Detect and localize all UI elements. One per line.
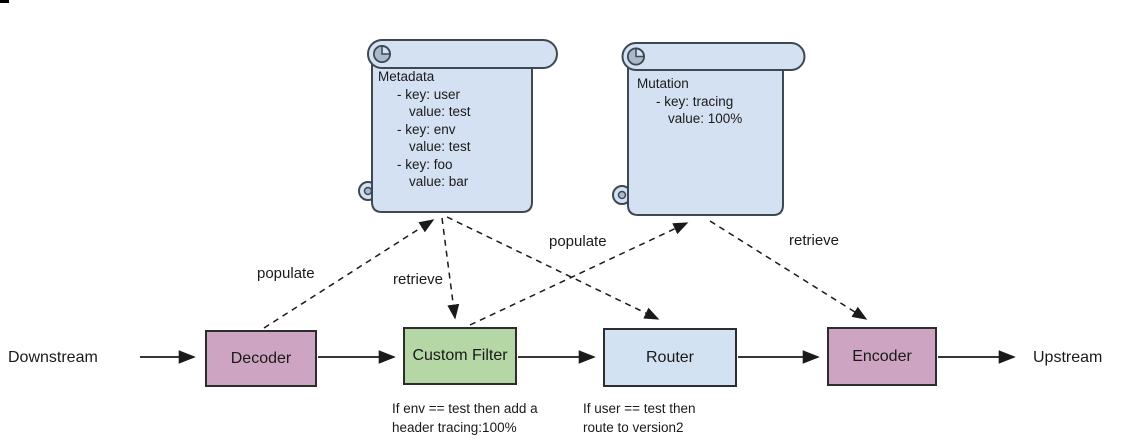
edge-decoder-populate-metadata xyxy=(263,219,435,329)
scroll-body xyxy=(627,56,784,216)
metadata-scroll-content: Metadata - key: user value: test - key: … xyxy=(378,68,471,191)
upstream-label: Upstream xyxy=(1033,349,1103,366)
node-label: Router xyxy=(645,348,695,366)
scroll-entry-key: - key: user xyxy=(397,86,461,102)
node-custom-filter: Custom Filter xyxy=(403,327,517,385)
node-label: Custom Filter xyxy=(412,347,508,365)
note-line: If user == test then xyxy=(583,401,696,416)
scroll-body xyxy=(371,53,533,213)
scroll-top-roll xyxy=(621,42,806,71)
edge-label-retrieve-custom-filter: retrieve xyxy=(393,271,444,288)
scroll-top-curl-shade xyxy=(373,45,391,63)
node-encoder: Encoder xyxy=(827,327,937,386)
scroll-entry-value: value: test xyxy=(409,104,471,119)
node-label: Encoder xyxy=(852,347,912,365)
note-line: route to version2 xyxy=(583,420,684,435)
router-note: If user == test then route to version2 xyxy=(583,399,748,437)
scroll-shape xyxy=(358,39,558,213)
scroll-entry-key: - key: tracing xyxy=(656,93,734,109)
downstream-label: Downstream xyxy=(8,349,98,366)
scroll-title: Metadata xyxy=(378,69,435,84)
scroll-bottom-curl-core xyxy=(617,190,627,200)
custom-filter-note: If env == test then add a header tracing… xyxy=(392,399,574,437)
scroll-entry-key: - key: env xyxy=(397,121,456,137)
edge-label-populate-mutation: populate xyxy=(549,233,607,250)
scroll-bottom-curl-core xyxy=(363,186,373,196)
mutation-scroll-content: Mutation - key: tracing value: 100% xyxy=(637,75,742,128)
edge-label-retrieve-encoder: retrieve xyxy=(789,232,840,249)
scroll-top-roll xyxy=(366,39,558,69)
edge-metadata-retrieve-custom-filter xyxy=(441,217,460,320)
crop-artifact xyxy=(0,0,9,3)
scroll-entry-value: value: 100% xyxy=(668,111,743,126)
edge-custom-filter-populate-mutation xyxy=(469,222,689,326)
mutation-scroll: Mutation - key: tracing value: 100% xyxy=(612,39,810,221)
node-router: Router xyxy=(603,328,737,387)
scroll-top-curl-shade xyxy=(627,47,645,66)
scroll-entry-value: value: bar xyxy=(409,174,469,189)
scroll-entry-value: value: test xyxy=(409,139,471,154)
edge-mutation-retrieve-encoder xyxy=(709,220,868,320)
scroll-title: Mutation xyxy=(637,76,689,91)
metadata-scroll: Metadata - key: user value: test - key: … xyxy=(358,36,560,220)
note-line: header tracing:100% xyxy=(392,420,517,435)
edge-label-populate-decoder: populate xyxy=(257,265,315,282)
node-decoder: Decoder xyxy=(205,330,317,387)
scroll-entry-key: - key: foo xyxy=(397,156,453,172)
note-line: If env == test then add a xyxy=(392,401,538,416)
node-label: Decoder xyxy=(230,349,292,367)
scroll-shape xyxy=(612,42,806,216)
